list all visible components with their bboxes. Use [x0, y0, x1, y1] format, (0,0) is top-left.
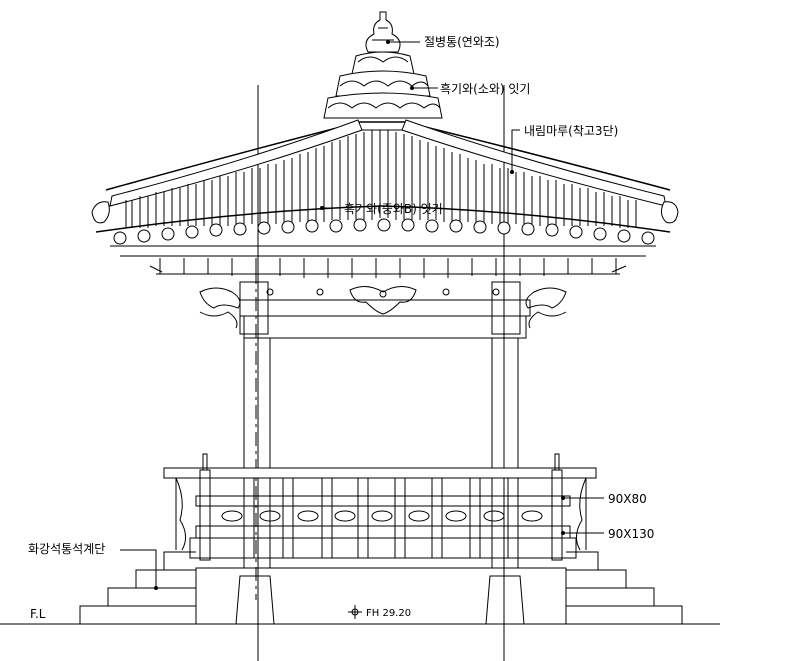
- label-small-tile: 흑기와(소와) 잇기: [440, 82, 530, 96]
- finial-jeolbyeongtong: [365, 11, 401, 53]
- label-finial: 절병통(연와조): [424, 35, 500, 49]
- label-floor-line: F.L: [30, 607, 46, 621]
- leaders: [120, 40, 604, 590]
- roof: [91, 119, 679, 257]
- rafters: [149, 258, 627, 278]
- label-floor-height: FH 29.20: [366, 608, 411, 619]
- floor-height-marker: [348, 605, 362, 619]
- label-ridge: 내림마루(착고3단): [524, 124, 618, 138]
- railing-posts: [199, 469, 563, 561]
- eave-tile-ends: [113, 218, 655, 245]
- railing-panels: [221, 510, 543, 522]
- label-medium-tile: 흑기와(중와B) 잇기: [344, 202, 443, 216]
- granite-steps: [79, 551, 683, 624]
- label-rail-lower: 90X130: [608, 527, 654, 541]
- railing: [163, 453, 597, 561]
- brackets: [199, 286, 567, 329]
- label-rail-upper: 90X80: [608, 492, 647, 506]
- axis-lines: [255, 85, 505, 661]
- label-granite-steps: 화강석통석계단: [28, 542, 105, 556]
- roof-tile-rows: [125, 130, 637, 228]
- lintel-beam: [239, 281, 531, 339]
- columns: [243, 337, 519, 569]
- lotus-crown: [323, 51, 443, 119]
